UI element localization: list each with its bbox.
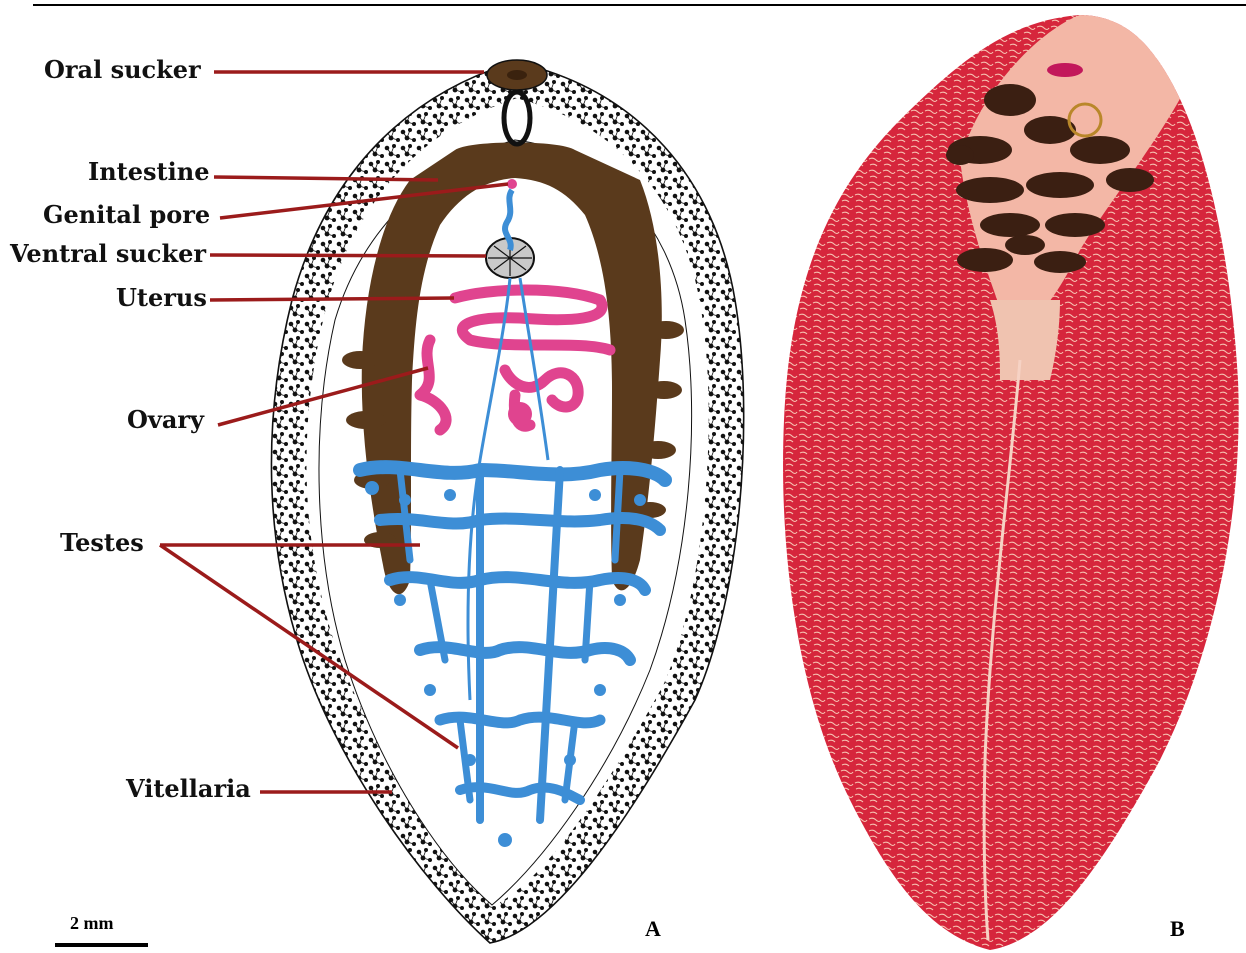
label-ovary: Ovary bbox=[127, 408, 204, 432]
specimen-photo-b bbox=[783, 15, 1239, 950]
label-oral-sucker: Oral sucker bbox=[44, 58, 201, 82]
label-testes: Testes bbox=[60, 531, 144, 555]
genital-pore-shape bbox=[507, 179, 517, 189]
label-uterus: Uterus bbox=[116, 286, 207, 310]
panel-label-b: B bbox=[1170, 918, 1185, 940]
scale-bar-label: 2 mm bbox=[70, 914, 114, 932]
diagram-a bbox=[55, 60, 744, 945]
label-intestine: Intestine bbox=[88, 160, 209, 184]
panel-label-a: A bbox=[645, 918, 661, 940]
label-ventral-sucker: Ventral sucker bbox=[10, 242, 206, 266]
label-vitellaria: Vitellaria bbox=[126, 777, 251, 801]
label-genital-pore: Genital pore bbox=[43, 203, 210, 227]
